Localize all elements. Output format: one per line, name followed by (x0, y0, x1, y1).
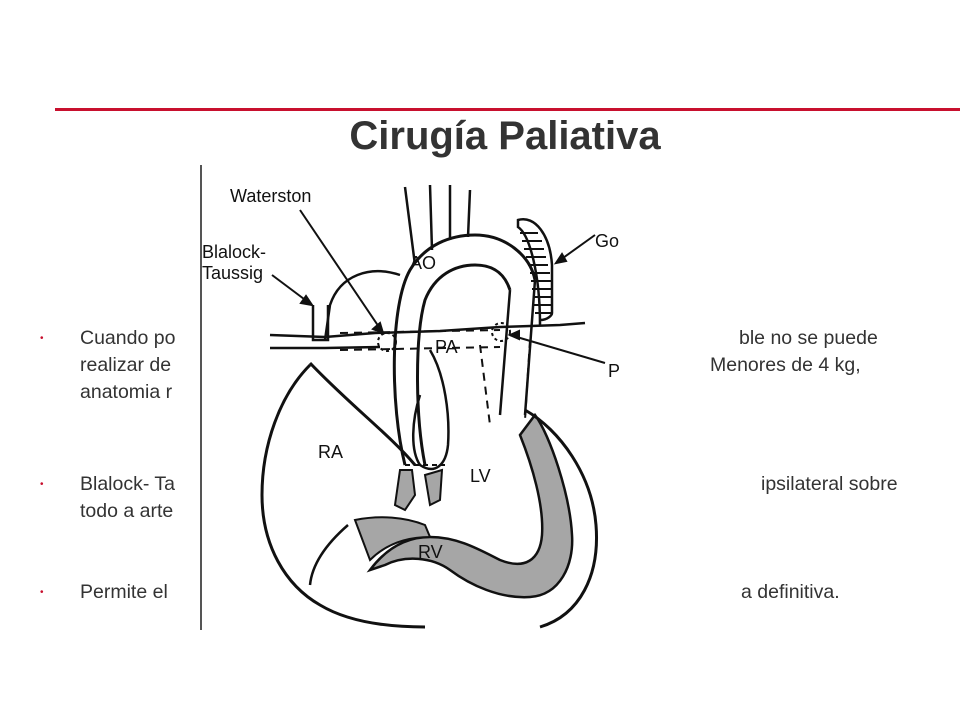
text-fragment: a definitiva. (741, 581, 840, 603)
bullet-dot-icon: • (40, 587, 44, 598)
pulmonary-trunk (412, 349, 450, 471)
label-pa: PA (435, 337, 458, 357)
label-gore-tex: Gore-Tex (595, 231, 620, 251)
annotation-arrows (271, 209, 606, 364)
label-waterston: Waterston (230, 186, 311, 206)
aortic-branch (403, 184, 472, 266)
diagram-left-edge (200, 165, 202, 630)
rv-outline (308, 524, 349, 586)
valve-right (423, 468, 444, 507)
text-fragment: todo a arte (80, 500, 174, 522)
pulmonary-artery-lower (270, 345, 381, 350)
blalock-shunt (311, 305, 330, 342)
gore-tex-tube (516, 217, 554, 326)
label-ra: RA (318, 442, 343, 462)
innominate-artery (323, 270, 401, 341)
label-rv: RV (418, 542, 443, 562)
heart-outline-right (524, 408, 599, 629)
text-fragment: Blalock- Ta (80, 473, 176, 495)
bullet-dot-icon: • (40, 479, 44, 490)
title-rule (55, 108, 960, 111)
aorta (392, 233, 537, 466)
text-fragment: ble no se puede (739, 327, 878, 349)
aorta-inner (416, 263, 512, 466)
waterston-site (377, 332, 397, 352)
text-fragment: realizar de (80, 354, 172, 376)
heart-shunt-diagram: Waterston Blalock- Taussig Gore-Tex AO P… (200, 165, 669, 630)
pulmonary-artery (269, 321, 586, 339)
bullet-dot-icon: • (40, 333, 44, 344)
label-blalock: Blalock- (202, 242, 266, 262)
text-fragment: Menores de 4 kg, (710, 354, 861, 376)
rv-septum-band (353, 516, 432, 562)
valve-left (393, 469, 417, 512)
text-fragment: Permite el (80, 581, 168, 603)
label-lv: LV (470, 466, 491, 486)
potts-site (491, 322, 511, 342)
slide-title: Cirugía Paliativa (349, 114, 661, 158)
text-fragment: anatomia r (80, 381, 173, 403)
ra-septum (308, 361, 417, 466)
label-taussig: Taussig (202, 263, 263, 283)
label-ao: AO (410, 253, 436, 273)
text-fragment: Cuando po (80, 327, 176, 349)
label-potts: Potts (608, 361, 620, 381)
text-fragment: ipsilateral sobre (761, 473, 898, 495)
heart-outline (260, 363, 426, 629)
ventricle-wall (366, 412, 574, 599)
